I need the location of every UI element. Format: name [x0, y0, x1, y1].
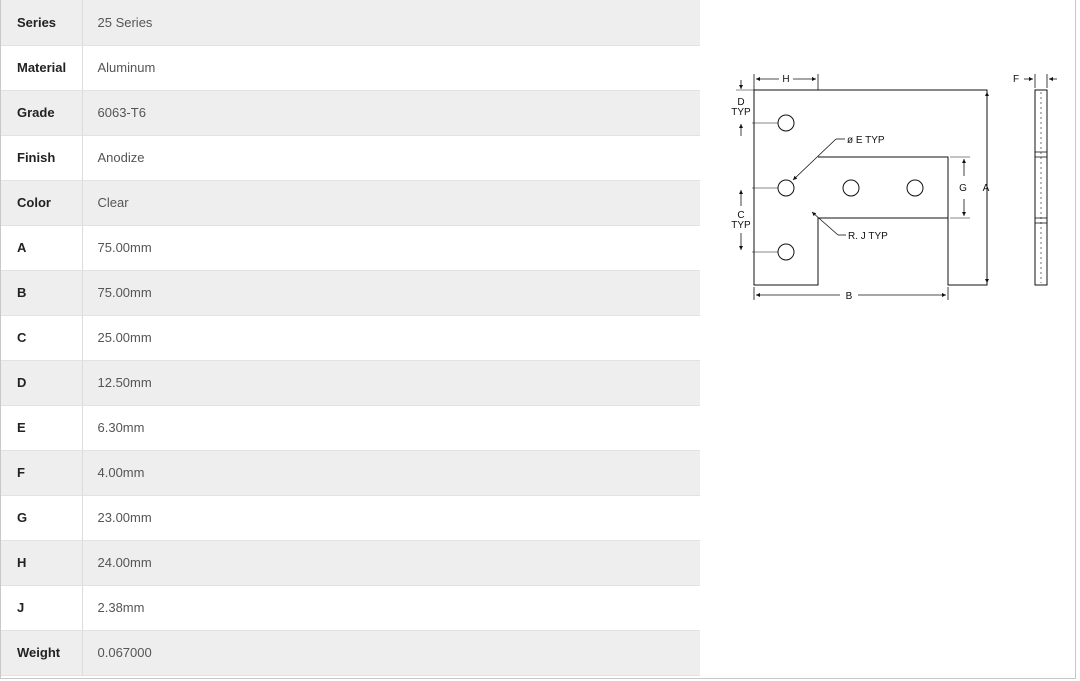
- dim-label-a: A: [983, 183, 990, 194]
- hole: [777, 114, 795, 132]
- dim-label-e: ø E TYP: [847, 135, 885, 146]
- hole: [906, 179, 924, 197]
- spec-label: B: [1, 270, 83, 316]
- dim-label-c: C: [737, 210, 744, 221]
- hole: [842, 179, 860, 197]
- technical-drawing: H D TYP C TYP ø E TYP G A R. J TYP B F: [731, 74, 1057, 302]
- spec-label: J: [1, 585, 83, 631]
- spec-value: 24.00mm: [82, 540, 700, 586]
- spec-value: 23.00mm: [82, 495, 700, 541]
- spec-label: Material: [1, 45, 83, 91]
- spec-value: Clear: [82, 180, 700, 226]
- dim-label-g: G: [959, 183, 967, 194]
- spec-label: Weight: [1, 630, 83, 676]
- spec-label: E: [1, 405, 83, 451]
- spec-value: 25 Series: [82, 0, 700, 46]
- spec-label: Finish: [1, 135, 83, 181]
- dim-label-rj: R. J TYP: [848, 231, 888, 242]
- spec-label: Color: [1, 180, 83, 226]
- spec-label: G: [1, 495, 83, 541]
- spec-value: 12.50mm: [82, 360, 700, 406]
- dim-label-b: B: [846, 291, 853, 302]
- side-view: [1034, 89, 1048, 286]
- spec-value: 6.30mm: [82, 405, 700, 451]
- spec-label: Series: [1, 0, 83, 46]
- dim-label-d-typ: TYP: [731, 107, 751, 118]
- spec-value: 4.00mm: [82, 450, 700, 496]
- spec-label: D: [1, 360, 83, 406]
- spec-label: C: [1, 315, 83, 361]
- spec-value: Aluminum: [82, 45, 700, 91]
- spec-value: 2.38mm: [82, 585, 700, 631]
- spec-value: 25.00mm: [82, 315, 700, 361]
- spec-value: 6063-T6: [82, 90, 700, 136]
- spec-label: A: [1, 225, 83, 271]
- dim-label-d: D: [737, 97, 744, 108]
- hole: [777, 179, 795, 197]
- dim-label-h: H: [782, 74, 789, 85]
- plate-outline: [753, 89, 988, 286]
- spec-value: 75.00mm: [82, 270, 700, 316]
- spec-label: F: [1, 450, 83, 496]
- spec-value: 75.00mm: [82, 225, 700, 271]
- spec-label: Grade: [1, 90, 83, 136]
- dim-label-c-typ: TYP: [731, 220, 751, 231]
- spec-value: 0.067000: [82, 630, 700, 676]
- hole: [777, 243, 795, 261]
- spec-label: H: [1, 540, 83, 586]
- dim-label-f: F: [1013, 74, 1019, 85]
- spec-value: Anodize: [82, 135, 700, 181]
